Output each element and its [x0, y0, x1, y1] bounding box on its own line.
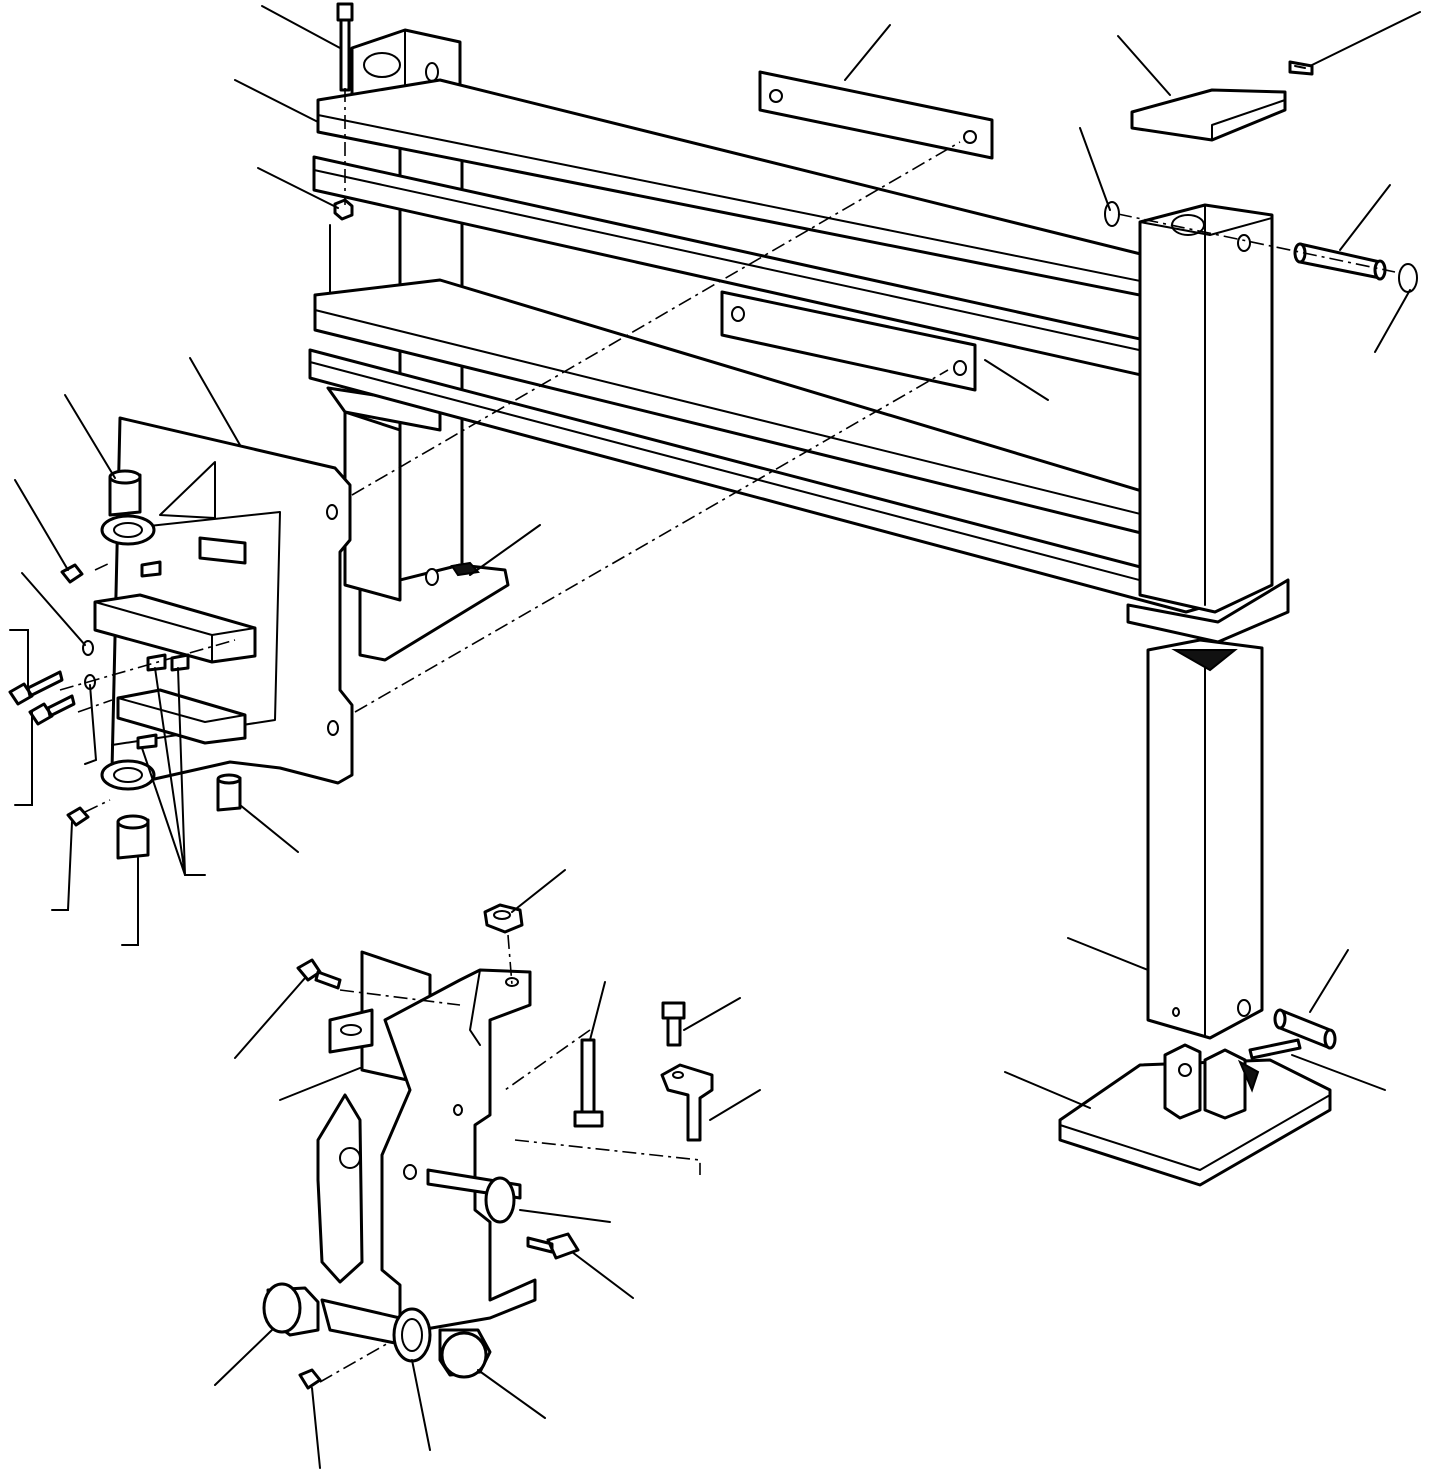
left-bracket [8, 416, 354, 860]
plug-3 [170, 653, 190, 672]
leader-23 [511, 869, 566, 913]
circlip-left [1104, 201, 1120, 227]
leader-8 [1339, 184, 1391, 251]
bolt-front [296, 958, 342, 990]
clamp-block-upper [198, 536, 247, 565]
right-leg [1058, 60, 1418, 1187]
leader-26 [1291, 1054, 1386, 1091]
top-fasteners [333, 2, 354, 221]
grease-nipple-lower [66, 806, 90, 827]
leader-31 [234, 977, 306, 1059]
leader-12 [64, 394, 116, 479]
roll-pin [1248, 1038, 1302, 1060]
spacer-bar-middle [720, 290, 977, 392]
leader-30 [709, 1089, 761, 1121]
leader-36 [477, 1369, 546, 1419]
mounting-plate [110, 416, 354, 785]
leader-29 [683, 997, 741, 1031]
circlip-right [1398, 263, 1418, 293]
leader-16 [84, 684, 98, 765]
leader-5 [1117, 35, 1171, 96]
lower-linkage [262, 903, 714, 1390]
leader-27 [1004, 1071, 1091, 1109]
clamp-block-middle [93, 593, 257, 664]
top-cover [1130, 88, 1287, 142]
leader-lines [9, 5, 1421, 1469]
leader-3 [257, 167, 339, 209]
leader-11 [189, 357, 241, 446]
right-end-block [1126, 578, 1290, 644]
grease-nipple-upper [60, 563, 84, 584]
leader-4 [844, 24, 891, 81]
leader-1 [261, 5, 341, 49]
leader-9 [1374, 289, 1411, 353]
spacer-bar-top [758, 70, 994, 160]
leader-38 [411, 1359, 431, 1451]
foot-pad [1058, 1058, 1332, 1187]
bolt-left-lower [28, 694, 76, 726]
leader-13 [14, 479, 69, 571]
leader-21 [141, 667, 206, 876]
leader-18 [469, 524, 541, 576]
leader-20 [121, 857, 139, 946]
bolt-long [580, 1038, 596, 1114]
side-bolt [526, 1232, 580, 1260]
leader-28 [589, 981, 606, 1041]
washer-1 [82, 640, 94, 656]
plug-4 [136, 733, 158, 750]
top-bolt [336, 2, 354, 92]
foot-clevis [1163, 1043, 1202, 1120]
link-arm [380, 968, 537, 1342]
leader-25 [1309, 949, 1349, 1013]
leader-22 [239, 804, 299, 853]
leader-32 [279, 1067, 361, 1101]
leader-34 [571, 1251, 634, 1299]
assembly-lines [59, 88, 1396, 1383]
top-nut [333, 198, 354, 221]
bushing-collar [320, 1298, 407, 1347]
leader-10 [984, 359, 1049, 401]
grease-nipple [298, 1368, 322, 1390]
plug-1 [140, 560, 162, 578]
leader-33 [519, 1209, 611, 1223]
leader-6 [1309, 11, 1421, 67]
pin-with-tab [660, 1063, 714, 1142]
leader-24 [1067, 937, 1149, 971]
leader-2 [234, 79, 319, 123]
leader-19 [51, 821, 73, 911]
leader-35 [214, 1329, 273, 1386]
second-link-plate [316, 1093, 364, 1284]
leader-37 [311, 1387, 321, 1469]
leader-15 [9, 629, 29, 689]
leader-14 [21, 572, 86, 646]
leader-17 [14, 711, 33, 806]
bolt-left-upper [8, 670, 64, 706]
bolt-short [661, 1001, 686, 1047]
leader-7 [1079, 127, 1111, 211]
